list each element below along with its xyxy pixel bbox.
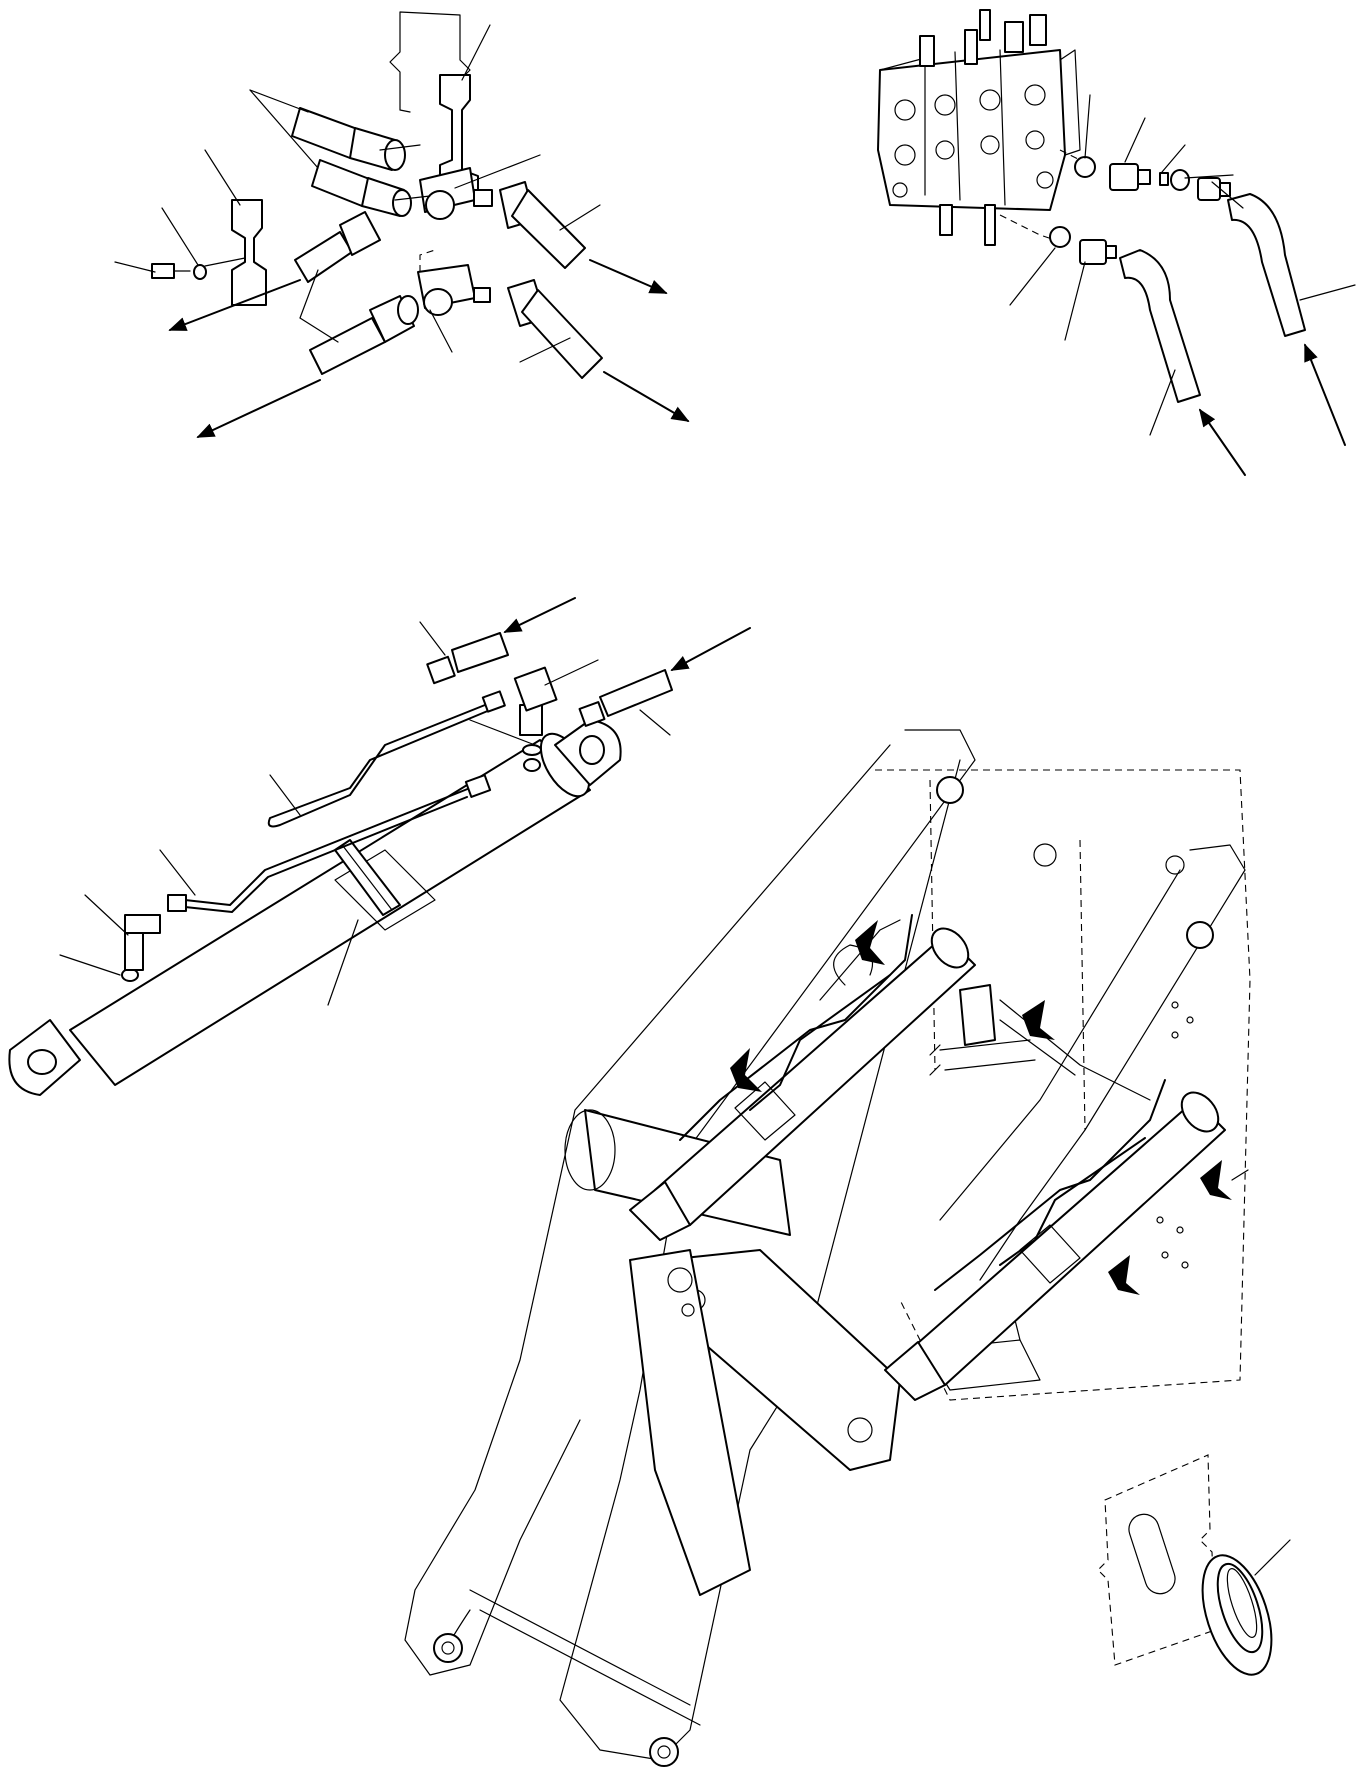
control-valve[interactable] xyxy=(877,9,1081,246)
flow-arrow xyxy=(670,627,751,671)
callout-leader-lines xyxy=(1231,1169,1249,1181)
hose-with-elbow-left[interactable] xyxy=(1119,249,1201,403)
flow-arrow xyxy=(589,259,668,294)
o-ring[interactable] xyxy=(522,744,542,756)
center-junction-block[interactable] xyxy=(929,984,1151,1101)
washer[interactable] xyxy=(193,264,207,280)
hose-lower-1[interactable] xyxy=(294,211,381,283)
flow-arrow xyxy=(196,379,321,438)
elbow-fitting-rod-end[interactable] xyxy=(124,914,161,971)
hose-junction-block-group xyxy=(114,11,690,438)
tube-nut[interactable] xyxy=(464,774,492,798)
panel-break-outline xyxy=(1097,1454,1216,1666)
elbow-fitting-cap-end[interactable] xyxy=(513,666,558,736)
pivot-pin[interactable] xyxy=(649,1737,679,1767)
grommet[interactable] xyxy=(1189,1547,1284,1683)
tube-nut[interactable] xyxy=(167,894,187,912)
steel-tube-u-bend[interactable] xyxy=(267,702,491,828)
lift-cylinder-right[interactable] xyxy=(884,1086,1226,1401)
pivot-pin[interactable] xyxy=(433,1633,463,1663)
adapter-fitting[interactable] xyxy=(1109,163,1151,191)
hose-end-right[interactable] xyxy=(578,669,673,727)
callout-leader-lines xyxy=(59,621,671,1006)
adapter-fitting[interactable] xyxy=(1079,239,1117,265)
lift-cylinder-left[interactable] xyxy=(629,922,976,1241)
o-ring[interactable] xyxy=(1074,156,1096,178)
hose-right-upper[interactable] xyxy=(499,181,586,269)
hose-lower-2[interactable] xyxy=(309,295,419,375)
cylinder-piping[interactable] xyxy=(679,914,1166,1291)
seal-ring[interactable] xyxy=(1159,172,1169,186)
pivot-pin[interactable] xyxy=(936,776,964,804)
boom-arm-right[interactable] xyxy=(979,844,1246,1281)
callout-leader-lines xyxy=(1009,94,1356,436)
clamp-bracket[interactable] xyxy=(231,199,267,306)
flow-arrow xyxy=(503,597,576,633)
port-o-ring[interactable] xyxy=(523,758,541,772)
flow-arrow xyxy=(1198,408,1246,476)
pivot-pin[interactable] xyxy=(1186,921,1214,949)
grommet-detail xyxy=(1097,1454,1291,1683)
flow-arrow xyxy=(1304,343,1346,446)
bolt[interactable] xyxy=(151,263,191,279)
hose-upper-2[interactable] xyxy=(311,159,412,217)
tee-fitting-lower[interactable] xyxy=(417,264,491,316)
boom-arm-left[interactable] xyxy=(559,729,976,1761)
tee-fitting-upper[interactable] xyxy=(419,167,493,220)
hose-right-lower[interactable] xyxy=(507,279,603,379)
o-ring[interactable] xyxy=(1170,169,1190,191)
union-fitting[interactable] xyxy=(1197,177,1231,201)
frame-bolt-holes xyxy=(1156,1001,1194,1269)
flow-arrow xyxy=(603,371,690,422)
control-valve-fittings-group xyxy=(877,9,1356,476)
frame-break-outline xyxy=(389,11,471,151)
lift-cylinder-piping-group xyxy=(8,597,751,1096)
hydraulic-lift-cylinder[interactable] xyxy=(8,719,622,1096)
hose-end-left[interactable] xyxy=(426,632,509,685)
callout-leader-line xyxy=(1254,1539,1291,1576)
assembly-callout-arrows xyxy=(730,920,1232,1295)
o-ring[interactable] xyxy=(1049,226,1071,248)
hose-upper-1[interactable] xyxy=(291,107,406,171)
hose-with-elbow-right[interactable] xyxy=(1227,193,1306,337)
bottom-tie-bar[interactable] xyxy=(469,1589,701,1726)
bucket-link[interactable] xyxy=(629,1249,751,1596)
tube-nut[interactable] xyxy=(481,690,506,713)
loader-boom-assembly xyxy=(404,729,1251,1767)
callout-leader-lines xyxy=(114,24,601,363)
flow-arrow xyxy=(168,279,301,331)
panel-slot xyxy=(1128,1513,1176,1595)
